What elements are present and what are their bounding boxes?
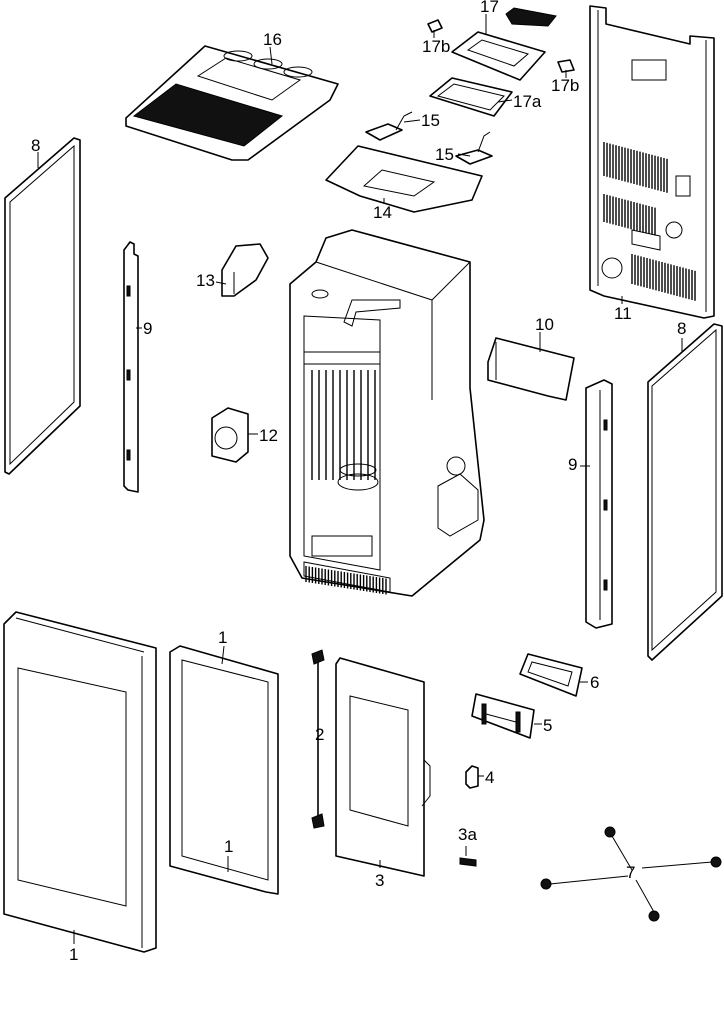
part-8-right-side-panel: 8 — [647, 319, 723, 661]
part-17a-gasket: 17a — [429, 77, 542, 117]
part-3a-screw: 3a — [458, 825, 477, 867]
stove-body — [289, 229, 485, 597]
label-9-right: 9 — [568, 455, 577, 474]
part-16-top-cover: 16 — [125, 30, 339, 161]
part-17b-left-clip: 17b — [422, 19, 450, 56]
label-3: 3 — [375, 871, 384, 890]
label-1-middle: 1 — [224, 837, 233, 856]
label-17: 17 — [480, 0, 499, 16]
label-3a: 3a — [458, 825, 477, 844]
part-2-hinge: 2 — [311, 649, 325, 829]
label-17b-right: 17b — [551, 76, 579, 95]
part-13-fitting: 13 — [196, 243, 269, 297]
part-12-inlet-box: 12 — [211, 407, 278, 463]
label-11: 11 — [614, 304, 632, 323]
label-17b-left: 17b — [422, 37, 450, 56]
label-5: 5 — [543, 716, 552, 735]
label-2: 2 — [315, 725, 324, 744]
part-5-plate: 5 — [471, 693, 552, 739]
part-15-bracket-left: 15 — [365, 111, 440, 141]
label-8-right: 8 — [677, 319, 686, 338]
label-14: 14 — [373, 203, 392, 222]
part-1-door-frame: 1 1 — [169, 628, 279, 895]
part-4-latch: 4 — [465, 765, 494, 789]
label-12: 12 — [259, 426, 278, 445]
part-17b-right-clip: 17b — [551, 59, 579, 95]
label-9-left: 9 — [143, 319, 152, 338]
label-13: 13 — [196, 271, 215, 290]
label-1-top: 1 — [218, 628, 227, 647]
part-3-door: 3 — [335, 657, 431, 890]
part-7-feet: 7 — [540, 826, 722, 922]
label-7: 7 — [626, 863, 635, 882]
part-14-mounting-plate: 14 — [325, 145, 483, 222]
part-11-rear-panel: 11 — [589, 5, 715, 323]
label-8-left: 8 — [31, 136, 40, 155]
label-15-left: 15 — [421, 111, 440, 130]
label-16: 16 — [263, 30, 282, 49]
part-9-left-strip: 9 — [123, 241, 152, 493]
label-10: 10 — [535, 315, 554, 334]
part-10-duct-cover: 10 — [487, 315, 575, 401]
part-15-bracket-right: 15 — [435, 131, 493, 165]
part-9-right-strip: 9 — [568, 379, 613, 629]
part-8-left-side-panel: 8 — [4, 136, 81, 475]
label-6: 6 — [590, 673, 599, 692]
part-1-front-frame: 1 — [3, 611, 157, 964]
label-1-bottom: 1 — [69, 945, 78, 964]
part-17-display-housing: 17 — [451, 0, 557, 81]
label-4: 4 — [485, 768, 494, 787]
label-15-right: 15 — [435, 145, 454, 164]
label-17a: 17a — [513, 92, 542, 111]
part-6-frame: 6 — [519, 653, 599, 697]
